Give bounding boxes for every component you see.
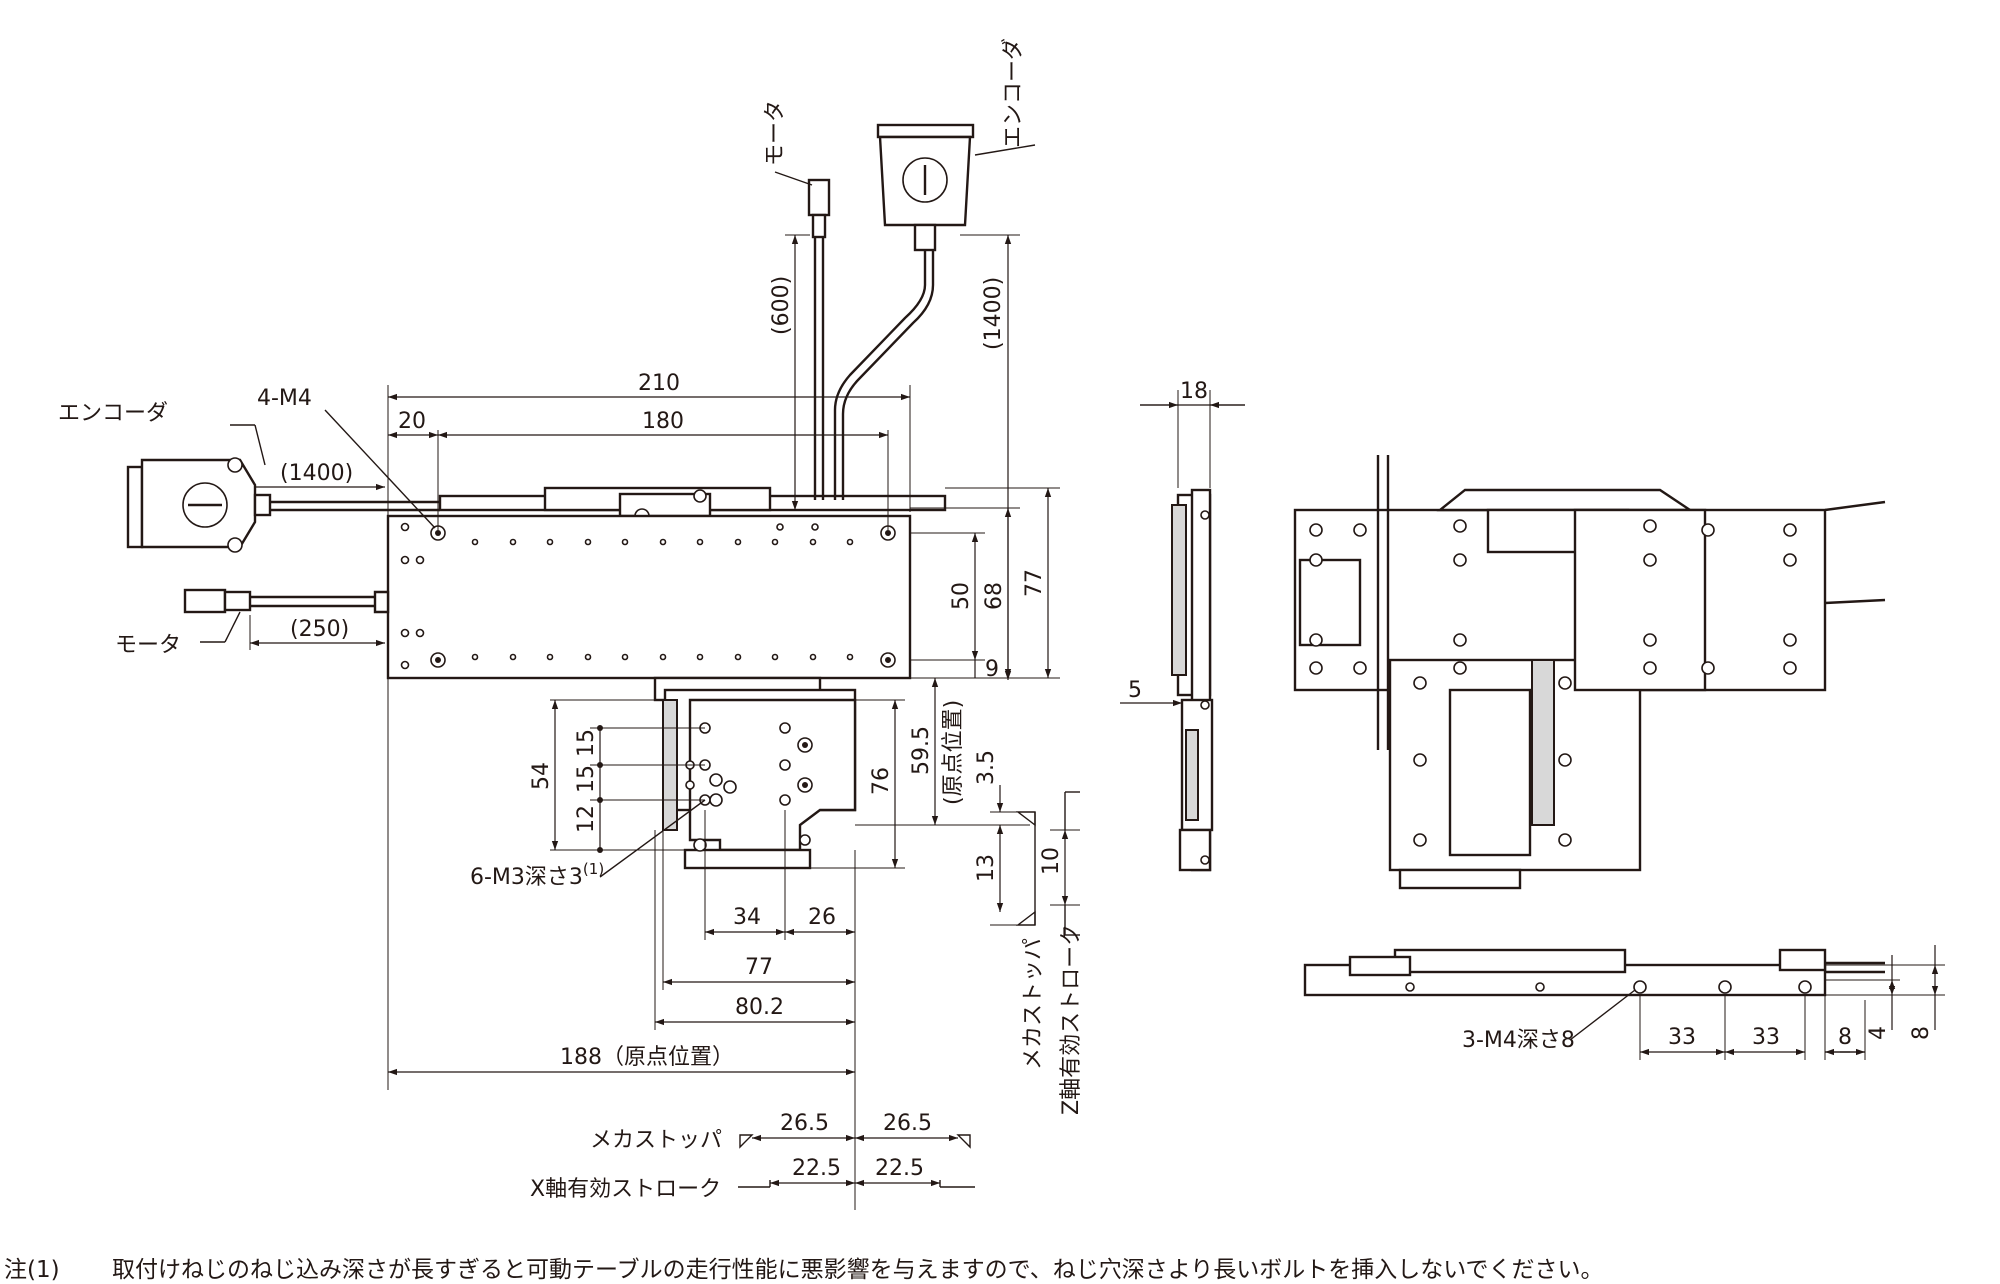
label-z-stroke: Z軸有効ストローク [1059,924,1084,1115]
dim-26-5b: 26.5 [883,1111,932,1136]
dim-18: 18 [1180,379,1208,404]
dim-77-h: 77 [745,955,773,980]
dim-180: 180 [642,409,684,434]
dim-1400-left: (1400) [280,461,353,486]
label-4m4: 4-M4 [257,386,312,411]
dim-22-5b: 22.5 [875,1156,924,1181]
dim-26: 26 [808,905,836,930]
dim-80-2: 80.2 [735,995,784,1020]
label-x-stroke: X軸有効ストローク [530,1177,721,1202]
dim-15b: 15 [574,765,599,793]
side-view [1171,488,1214,872]
dim-8b: 8 [1909,1026,1934,1040]
label-mecha-stopper-z: メカストッパ [1021,938,1046,1070]
dim-15a: 15 [574,729,599,757]
plate-small-holes [400,522,854,670]
dim-4: 4 [1866,1026,1891,1040]
label-motor-left: モータ [115,633,181,658]
dim-8a: 8 [1838,1025,1852,1050]
top-motor-connector [807,178,831,239]
label-6m3: 6-M3深さ3(1) [470,860,604,890]
dim-600: (600) [769,276,794,335]
label-encoder-top: エンコーダ [1001,38,1026,148]
dim-250: (250) [290,617,349,642]
dim-20: 20 [398,409,426,434]
back-view [1293,455,1886,890]
dim-13: 13 [974,854,999,882]
bottom-view [1303,948,1885,997]
dim-76: 76 [869,767,894,795]
label-motor-top: モータ [763,100,788,166]
dim-22-5a: 22.5 [792,1156,841,1181]
footnote-text: 取付けねじのねじ込み深さが長すぎると可動テーブルの走行性能に悪影響を与えますので… [112,1257,1604,1283]
dim-10: 10 [1039,847,1064,875]
left-motor-connector [183,588,390,614]
top-encoder-connector [876,123,975,252]
dim-50: 50 [949,582,974,610]
top-cables [813,235,935,500]
footnote-marker: 注(1) [4,1257,60,1283]
dim-33b: 33 [1752,1025,1780,1050]
dim-54: 54 [529,762,554,790]
dim-68: 68 [982,582,1007,610]
dim-26-5a: 26.5 [780,1111,829,1136]
main-plate [386,514,912,680]
dim-59-5-note: (原点位置) [941,700,966,805]
labels: エンコーダ モータ 4-M4 モータ エンコーダ 6-M3深さ3(1) 3-M4… [4,38,1934,1283]
dim-9: 9 [985,657,999,682]
dim-77-v: 77 [1022,569,1047,597]
dim-5: 5 [1128,678,1142,703]
dim-188: 188（原点位置） [560,1045,734,1070]
dim-3-5: 3.5 [974,750,999,785]
dimension-lines [200,144,1945,1210]
label-encoder-left: エンコーダ [58,401,168,426]
label-3m4: 3-M4深さ8 [1462,1028,1575,1053]
dim-34: 34 [733,905,761,930]
front-view [126,123,975,870]
label-mecha-stopper-x: メカストッパ [590,1128,722,1153]
dim-12: 12 [574,805,599,833]
dim-1400-top: (1400) [981,277,1006,350]
dim-59-5: 59.5 [909,726,934,775]
dim-210: 210 [638,371,680,396]
back-view-holes [1309,519,1797,847]
dim-33a: 33 [1668,1025,1696,1050]
left-encoder-connector [126,457,440,553]
